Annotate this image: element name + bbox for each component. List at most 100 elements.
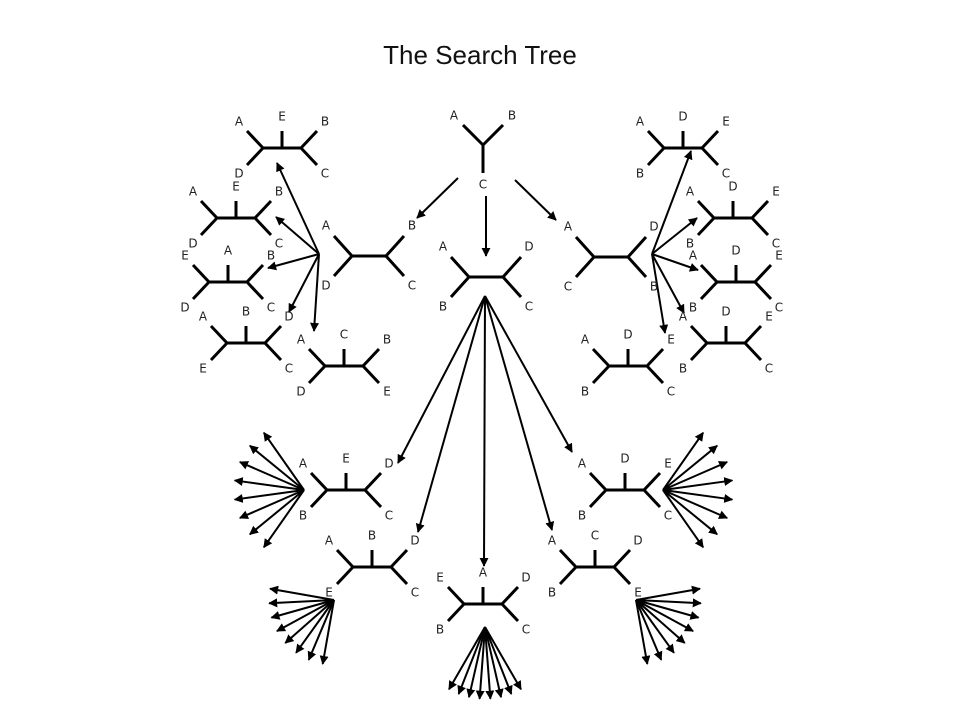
taxon-label: D bbox=[731, 244, 740, 258]
taxon-label: A bbox=[564, 220, 573, 234]
taxon-label: C bbox=[479, 178, 487, 192]
branch bbox=[700, 146, 720, 167]
branch bbox=[750, 199, 770, 220]
arrow-root-to-right bbox=[514, 179, 557, 221]
taxon-label: B bbox=[275, 185, 283, 199]
fan-arrow bbox=[263, 431, 305, 491]
taxon-label: C bbox=[385, 509, 393, 523]
fan-arrow bbox=[635, 599, 675, 654]
branch bbox=[384, 254, 406, 278]
branch bbox=[642, 471, 662, 492]
branch bbox=[612, 548, 632, 569]
taxon-label: C bbox=[765, 362, 773, 376]
fan-arrow bbox=[475, 626, 486, 700]
taxon-label: D bbox=[633, 534, 642, 548]
branch bbox=[191, 280, 211, 301]
taxon-label: B bbox=[408, 219, 416, 233]
taxon-label: C bbox=[285, 362, 293, 376]
arrow-center-expansion bbox=[415, 295, 486, 533]
branch bbox=[646, 129, 666, 150]
fan-arrow bbox=[662, 489, 718, 536]
fan-arrow bbox=[484, 626, 495, 700]
fan-arrow bbox=[307, 599, 335, 661]
taxon-label: E bbox=[383, 385, 391, 399]
taxon-label: E bbox=[722, 115, 730, 129]
taxon-label: E bbox=[325, 586, 333, 600]
branch bbox=[696, 199, 716, 220]
taxon-label: C bbox=[525, 300, 533, 314]
taxon-label: A bbox=[235, 115, 244, 129]
fan-arrow bbox=[448, 626, 486, 691]
fan-arrow bbox=[284, 599, 335, 644]
branch bbox=[253, 216, 273, 237]
branch bbox=[750, 216, 770, 237]
taxon-label: A bbox=[189, 185, 198, 199]
arrow-left-expansion bbox=[267, 253, 320, 271]
slide-title: The Search Tree bbox=[383, 40, 577, 70]
branch bbox=[449, 255, 471, 279]
taxon-label: D bbox=[321, 279, 330, 293]
branch bbox=[209, 324, 229, 345]
branch bbox=[335, 548, 355, 569]
branch bbox=[626, 255, 648, 279]
branch bbox=[335, 565, 355, 586]
branch bbox=[642, 488, 662, 509]
arrow-left-expansion bbox=[275, 216, 320, 255]
fan-arrow bbox=[662, 444, 718, 491]
taxon-label: A bbox=[479, 566, 488, 580]
branch bbox=[500, 585, 520, 606]
taxon-label: E bbox=[232, 180, 240, 194]
taxon-label: B bbox=[242, 305, 250, 319]
fan-arrow bbox=[233, 477, 305, 491]
branch bbox=[299, 146, 319, 167]
fan-arrow bbox=[466, 626, 486, 699]
taxon-label: E bbox=[181, 249, 189, 263]
expansion-arrows bbox=[233, 150, 734, 700]
taxon-label: C bbox=[411, 586, 419, 600]
fan-arrow bbox=[484, 626, 504, 699]
arrow-right-expansion bbox=[651, 253, 699, 272]
taxon-label: C bbox=[775, 301, 783, 315]
fan-arrow bbox=[233, 489, 305, 503]
branch bbox=[332, 234, 354, 258]
branch bbox=[245, 129, 265, 150]
taxon-label: E bbox=[199, 362, 207, 376]
arrow-right-expansion bbox=[651, 150, 693, 255]
fan-arrow bbox=[635, 598, 702, 608]
taxon-label: A bbox=[297, 333, 306, 347]
branch bbox=[191, 263, 211, 284]
branch bbox=[299, 129, 319, 150]
taxon-label: C bbox=[664, 509, 672, 523]
branch bbox=[696, 216, 716, 237]
taxon-label: C bbox=[340, 328, 348, 342]
fan-arrow bbox=[239, 461, 305, 491]
taxon-label: C bbox=[522, 623, 530, 637]
arrow-center-expansion bbox=[484, 295, 573, 453]
taxon-label: D bbox=[521, 571, 530, 585]
branch bbox=[199, 199, 219, 220]
taxon-label: B bbox=[650, 280, 658, 294]
taxon-label: D bbox=[284, 310, 293, 324]
taxon-label: E bbox=[772, 185, 780, 199]
branch bbox=[332, 254, 354, 278]
fan-arrow bbox=[635, 599, 694, 632]
branch bbox=[699, 280, 719, 301]
fan-arrow bbox=[270, 599, 335, 620]
branch bbox=[689, 341, 709, 362]
taxon-label: D bbox=[678, 110, 687, 124]
taxon-label: A bbox=[224, 244, 233, 258]
branch bbox=[645, 364, 665, 385]
branch bbox=[558, 565, 578, 586]
branch bbox=[263, 324, 283, 345]
branch bbox=[558, 548, 578, 569]
taxon-label: D bbox=[623, 328, 632, 342]
